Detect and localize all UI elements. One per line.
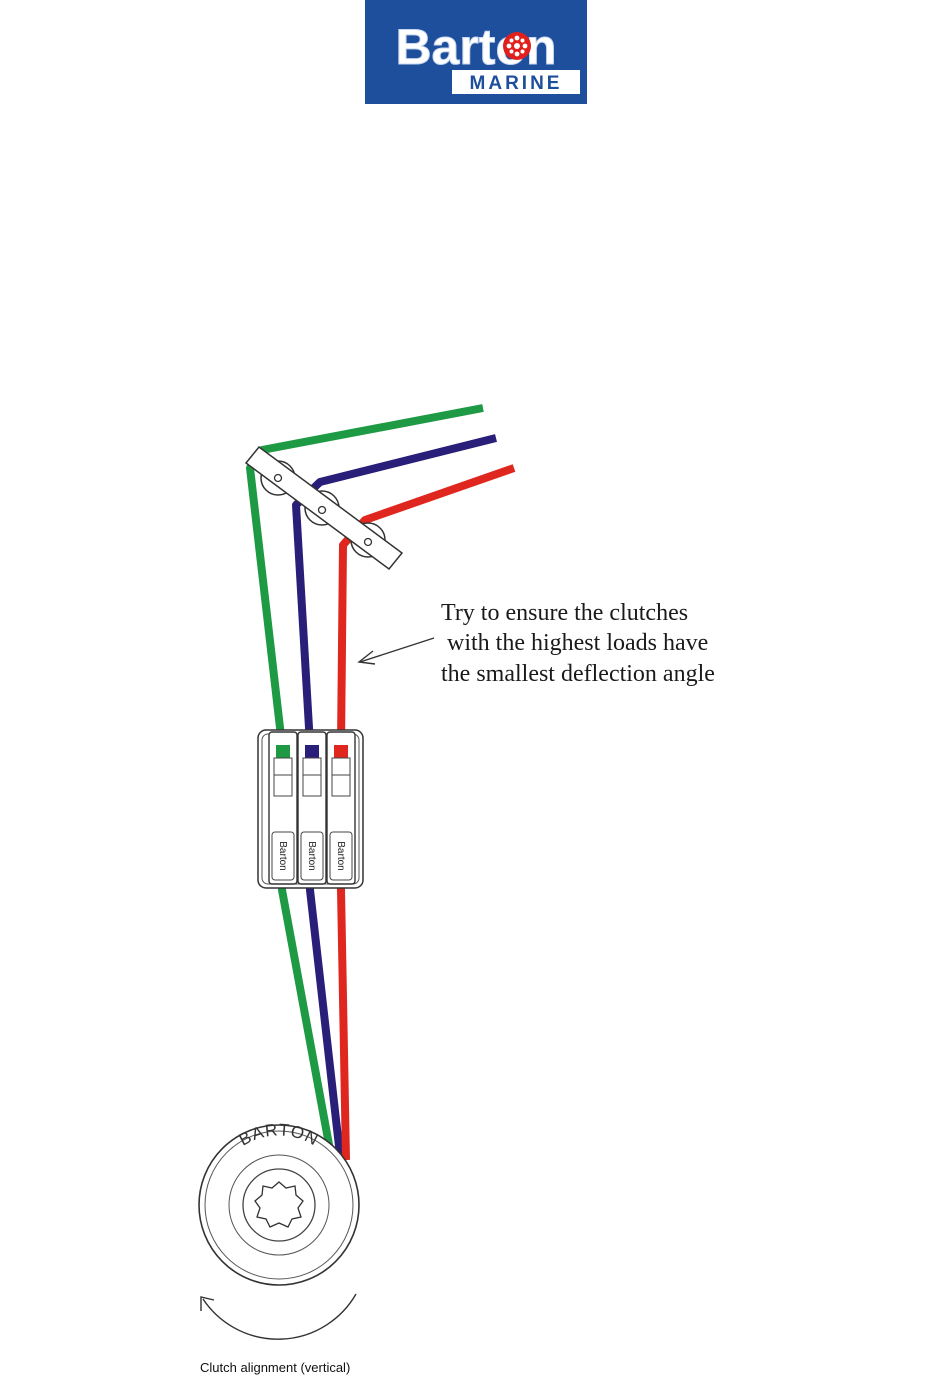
rotation-arrow-icon <box>201 1294 356 1339</box>
note-line-3: the smallest deflection angle <box>441 661 715 687</box>
clutch-2-label: Barton <box>306 841 317 870</box>
diagram-caption: Clutch alignment (vertical) <box>200 1360 350 1375</box>
clutch-2: Barton <box>298 732 326 884</box>
winch: BARTON <box>199 1120 359 1339</box>
note-line-1: Try to ensure the clutches <box>441 600 688 626</box>
clutch-3-label: Barton <box>335 841 346 870</box>
logo-wheel-icon <box>503 32 531 60</box>
deflection-note: Try to ensure the clutches with the high… <box>359 600 715 687</box>
clutch-1: Barton <box>269 732 297 884</box>
clutch-3: Barton <box>327 732 355 884</box>
note-arrow-icon <box>359 638 434 664</box>
red-rope <box>341 468 514 1160</box>
barton-marine-logo: Barton MARINE <box>365 0 587 104</box>
note-line-2: with the highest loads have <box>441 630 708 656</box>
logo-sub-text: MARINE <box>470 73 563 94</box>
logo-brand-text: Barton <box>395 19 556 75</box>
triple-clutch-bank: Barton Barton Barton <box>258 730 363 888</box>
clutch-1-label: Barton <box>277 841 288 870</box>
